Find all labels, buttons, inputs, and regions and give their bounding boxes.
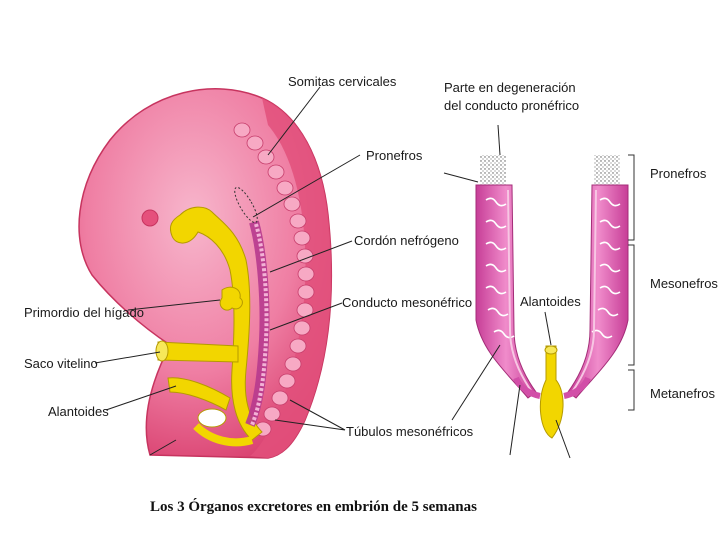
optic-vesicle [142,210,158,226]
label-degeneracion-2: del conducto pronéfrico [444,98,579,113]
label-mesonefros: Mesonefros [650,276,718,291]
label-somitas: Somitas cervicales [288,74,397,89]
label-cordon: Cordón nefrógeno [354,233,459,248]
region-brackets [628,155,634,410]
label-metanefros: Metanefros [650,386,716,401]
mesonephros-left [476,185,536,398]
mesonephros-right [568,185,628,398]
label-alantoides-right: Alantoides [520,294,581,309]
embryo-figure [79,89,331,458]
yolk-sac [158,342,238,362]
label-conducto: Conducto mesonéfrico [342,295,472,310]
label-alantoides-left: Alantoides [48,404,109,419]
label-primordio: Primordio del hígado [24,305,144,320]
label-pronefros-right: Pronefros [650,166,707,181]
label-degeneracion-1: Parte en degeneración [444,80,576,95]
label-saco: Saco vitelino [24,356,98,371]
label-tubulos: Túbulos mesonéfricos [346,424,474,439]
allantois-right [540,346,563,438]
liver-primordium [220,287,242,310]
cloaca [198,409,226,427]
degenerating-pronephros-left [480,155,506,185]
figure-caption: Los 3 Órganos excretores en embrión de 5… [150,498,477,515]
label-pronefros-left: Pronefros [366,148,423,163]
degenerating-pronephros-right [594,155,620,185]
